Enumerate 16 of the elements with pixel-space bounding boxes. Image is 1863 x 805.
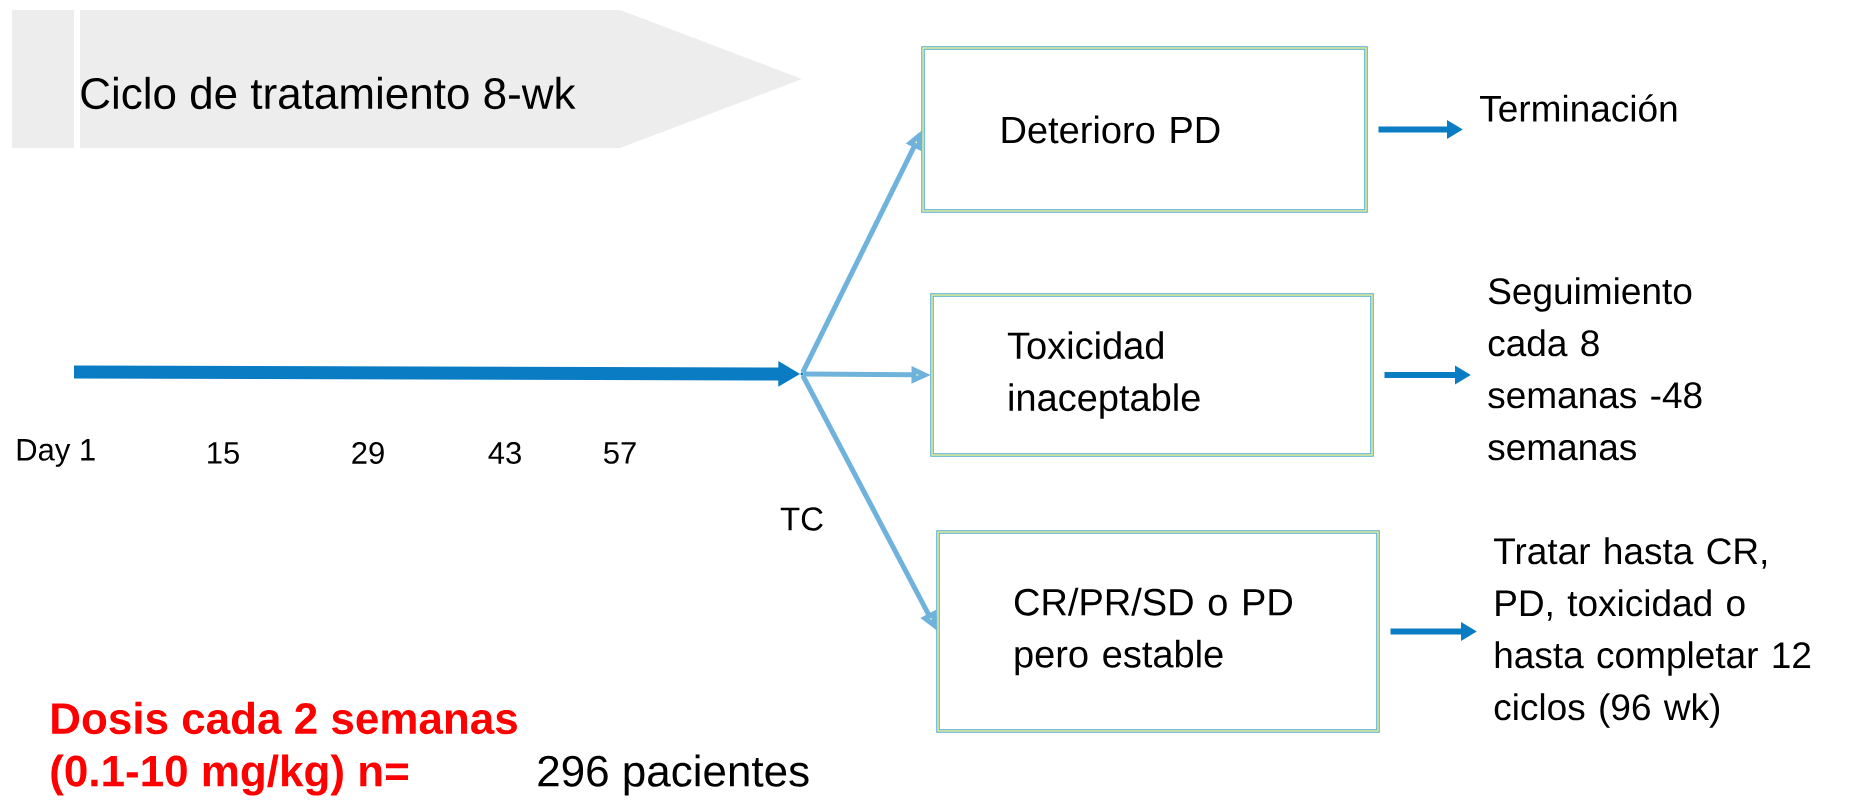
day-label: 15 bbox=[208, 442, 239, 464]
day-label: 43 bbox=[488, 442, 521, 464]
dose-note: Dosis cada 2 semanas bbox=[52, 701, 517, 735]
process-box: Toxicidad inaceptable bbox=[930, 293, 1374, 457]
dose-note: (0.1-10 mg/kg) n= bbox=[51, 754, 408, 796]
day-label: Day 1 bbox=[17, 439, 95, 467]
process-box: Deterioro PD bbox=[921, 46, 1368, 213]
point-label: TC bbox=[780, 507, 823, 531]
outcome-text: Seguimiento cada 8 semanas -48 semanas bbox=[1488, 277, 1702, 461]
branch-point bbox=[800, 372, 804, 376]
day-label: 57 bbox=[604, 442, 636, 464]
day-label: 29 bbox=[352, 442, 384, 464]
process-box: CR/PR/SD o PD pero estable bbox=[936, 530, 1380, 733]
outcome-text: Tratar hasta CR, PD, toxicidad o hasta completar 12 ciclos (96 wk) bbox=[1494, 537, 1811, 728]
dose-note: 296 pacientes bbox=[538, 754, 809, 796]
outcome-text: Terminación bbox=[1480, 94, 1677, 122]
